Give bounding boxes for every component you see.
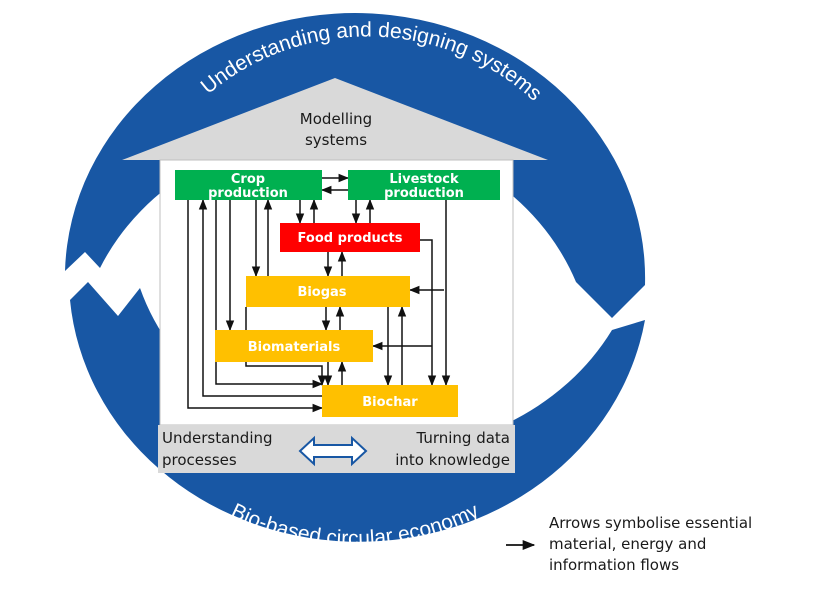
legend-line2: material, energy and [549, 535, 706, 553]
food-products-box: Food products [280, 223, 420, 252]
crop-label-line2: production [208, 186, 288, 201]
crop-label-line1: Crop [231, 172, 265, 187]
roof-label-line1: Modelling [300, 110, 372, 128]
footer-left-line1: Understanding [162, 429, 273, 447]
cycle-ring [65, 13, 646, 542]
biogas-label: Biogas [297, 285, 346, 300]
footer-right-line1: Turning data [415, 429, 510, 447]
livestock-label-line2: production [384, 186, 464, 201]
legend: Arrows symbolise essential material, ene… [506, 514, 752, 574]
ring-upper-half [65, 13, 646, 318]
roof-label-line2: systems [305, 131, 367, 149]
biogas-box: Biogas [246, 276, 410, 307]
ring-lower-half [70, 282, 645, 542]
arrow-biochar-to-crop [198, 198, 322, 397]
legend-line3: information flows [549, 556, 679, 574]
biochar-label: Biochar [362, 395, 418, 410]
footer-left-line2: processes [162, 451, 237, 469]
arrow-crop-to-biochar [187, 200, 324, 413]
arrow-food-to-biochar [420, 239, 437, 387]
crop-production-box: Crop production [175, 170, 322, 201]
legend-line1: Arrows symbolise essential [549, 514, 752, 532]
biochar-box: Biochar [322, 385, 458, 417]
house-roof [122, 78, 548, 160]
flow-arrows [187, 173, 451, 413]
livestock-production-box: Livestock production [348, 170, 500, 201]
double-arrow-icon [298, 435, 368, 467]
arrow-crop-to-biochar-b [215, 200, 324, 389]
biomaterials-box: Biomaterials [215, 330, 373, 362]
footer-right-line2: into knowledge [395, 451, 510, 469]
biomaterials-label: Biomaterials [248, 340, 341, 355]
livestock-label-line1: Livestock [389, 172, 459, 187]
food-label: Food products [298, 231, 403, 246]
